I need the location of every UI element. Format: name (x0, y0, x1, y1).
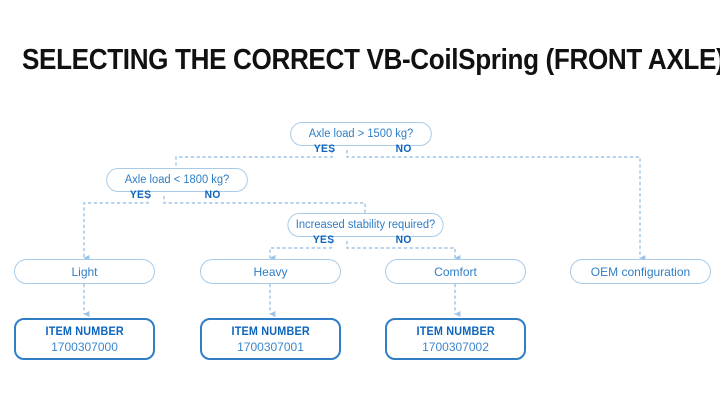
decision-box-axle-load-1800[interactable]: Axle load < 1800 kg? (106, 168, 248, 192)
item-number-value: 1700307001 (237, 339, 304, 354)
item-number-value: 1700307002 (422, 339, 489, 354)
page-title: SELECTING THE CORRECT VB-CoilSpring (FRO… (22, 44, 720, 76)
item-number-box-2[interactable]: ITEM NUMBER 1700307001 (200, 318, 341, 360)
item-number-box-1[interactable]: ITEM NUMBER 1700307000 (14, 318, 155, 360)
decision-label: Axle load > 1500 kg? (308, 128, 414, 140)
outcome-label: Light (71, 264, 98, 279)
outcome-box-heavy[interactable]: Heavy (200, 259, 341, 284)
decision-1-yes-label: YES (313, 143, 336, 155)
decision-label: Increased stability required? (295, 219, 436, 231)
decision-label: Axle load < 1800 kg? (124, 174, 230, 186)
decision-2-no-label: NO (204, 189, 221, 201)
item-number-value: 1700307000 (51, 339, 118, 354)
decision-3-yes-label: YES (312, 234, 335, 246)
decision-box-axle-load-1500[interactable]: Axle load > 1500 kg? (290, 122, 432, 146)
item-number-label: ITEM NUMBER (416, 325, 495, 338)
outcome-box-oem-configuration[interactable]: OEM configuration (570, 259, 711, 284)
item-number-box-3[interactable]: ITEM NUMBER 1700307002 (385, 318, 526, 360)
decision-box-increased-stability[interactable]: Increased stability required? (287, 213, 444, 237)
decision-1-no-label: NO (395, 143, 412, 155)
outcome-box-comfort[interactable]: Comfort (385, 259, 526, 284)
decision-3-no-label: NO (395, 234, 412, 246)
outcome-box-light[interactable]: Light (14, 259, 155, 284)
item-number-label: ITEM NUMBER (231, 325, 310, 338)
outcome-label: OEM configuration (590, 264, 691, 279)
outcome-label: Comfort (434, 264, 477, 279)
outcome-label: Heavy (253, 264, 288, 279)
item-number-label: ITEM NUMBER (45, 325, 124, 338)
decision-2-yes-label: YES (129, 189, 152, 201)
